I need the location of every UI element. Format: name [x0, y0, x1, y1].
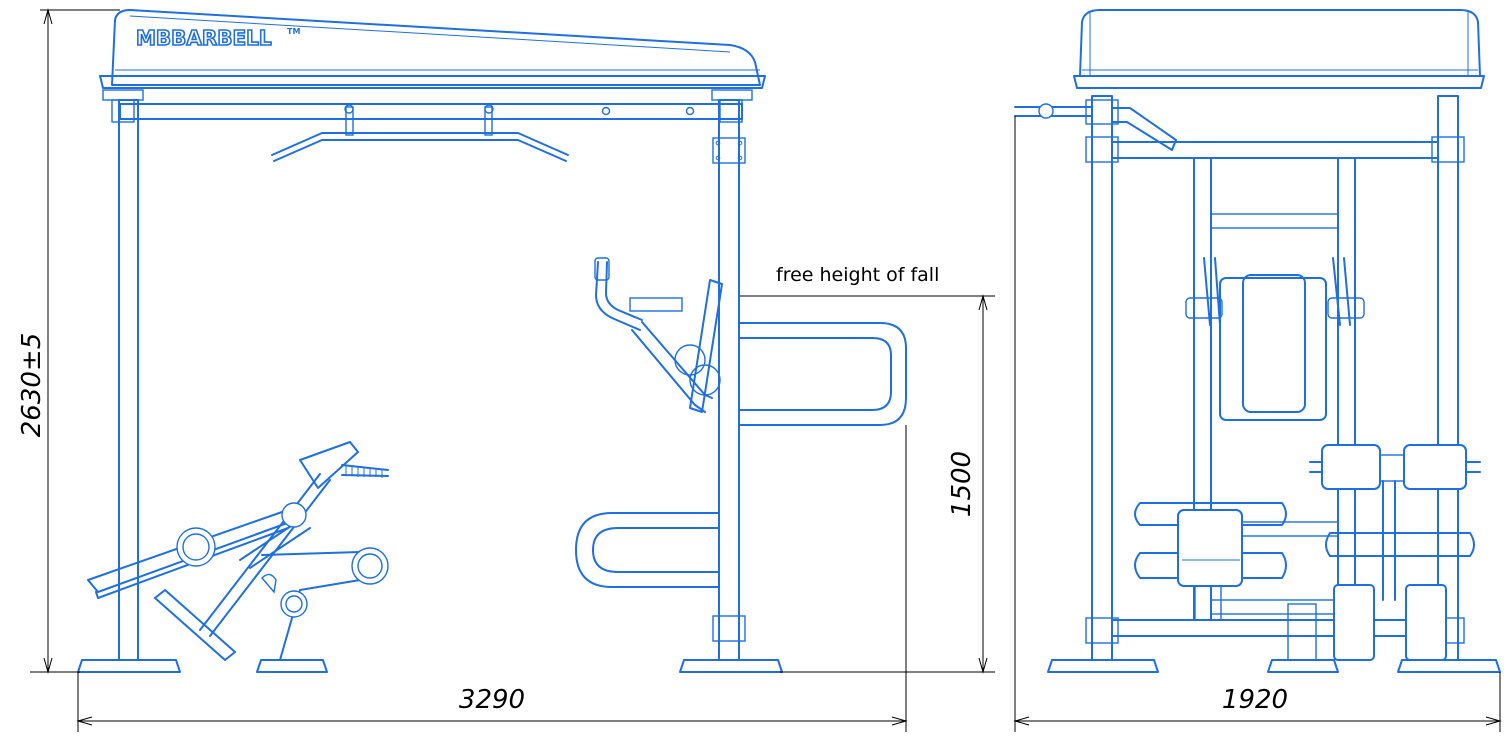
front-roof	[1073, 9, 1485, 89]
side-right-post	[718, 99, 740, 661]
side-right-foot	[679, 659, 783, 673]
side-roof: MBBARBELL TM	[99, 9, 766, 89]
front-top-beam	[1111, 141, 1439, 159]
pullup-bar	[271, 104, 569, 162]
side-top-beam	[119, 103, 743, 120]
side-left-foot	[77, 659, 181, 673]
front-right-foot	[1397, 659, 1501, 673]
side-roof-brackets	[102, 89, 753, 123]
side-left-post	[118, 99, 139, 661]
leg-raise-station	[594, 257, 723, 413]
front-roller-pads	[1309, 444, 1481, 601]
side-width-label: 3290	[459, 685, 525, 715]
dip-rails	[575, 322, 907, 588]
dimension-labels: 2630±5 1500 3290 1920 free height of fal…	[17, 264, 1288, 715]
front-dip-handles	[1134, 502, 1475, 621]
front-right-post	[1437, 95, 1459, 661]
front-view	[1014, 9, 1501, 673]
logo-trademark: TM	[287, 27, 300, 36]
front-bottom-beam	[1111, 619, 1439, 637]
front-left-post	[1091, 95, 1113, 661]
hyperextension-bench	[87, 441, 389, 661]
front-left-foot	[1047, 659, 1159, 673]
side-view: MBBARBELL TM	[77, 9, 907, 673]
height-label: 2630±5	[17, 333, 47, 438]
dimension-lines	[30, 8, 1502, 732]
front-backrest	[1185, 257, 1365, 421]
free-height-note: free height of fall	[776, 264, 939, 286]
logo-text: MBBARBELL	[136, 26, 272, 50]
fall-height-label: 1500	[947, 451, 977, 517]
front-width-label: 1920	[1222, 685, 1288, 715]
